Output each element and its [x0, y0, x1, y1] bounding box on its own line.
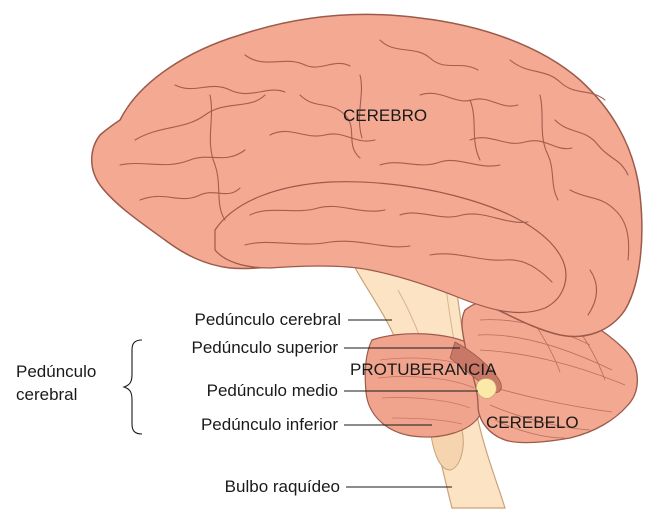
leader-lines: [344, 319, 478, 488]
peduncle-nucleus: [476, 378, 497, 399]
pons-striations: [377, 357, 475, 425]
label-protuberancia: PROTUBERANCIA: [350, 360, 497, 379]
gyri-lines: [119, 39, 630, 316]
label-cerebro: CEREBRO: [343, 106, 428, 125]
group-label-line2: cerebral: [16, 385, 78, 404]
label-cerebelo: CEREBELO: [486, 413, 579, 432]
group-brace: [122, 339, 143, 435]
label-pedunculo-superior: Pedúnculo superior: [191, 338, 338, 357]
label-pedunculo-inferior: Pedúnculo inferior: [200, 415, 338, 434]
label-pedunculo-cerebral: Pedúnculo cerebral: [194, 310, 341, 329]
label-pedunculo-medio: Pedúnculo medio: [206, 381, 338, 400]
group-label-line1: Pedúnculo: [16, 362, 97, 381]
label-bulbo-raquideo: Bulbo raquídeo: [224, 477, 340, 496]
